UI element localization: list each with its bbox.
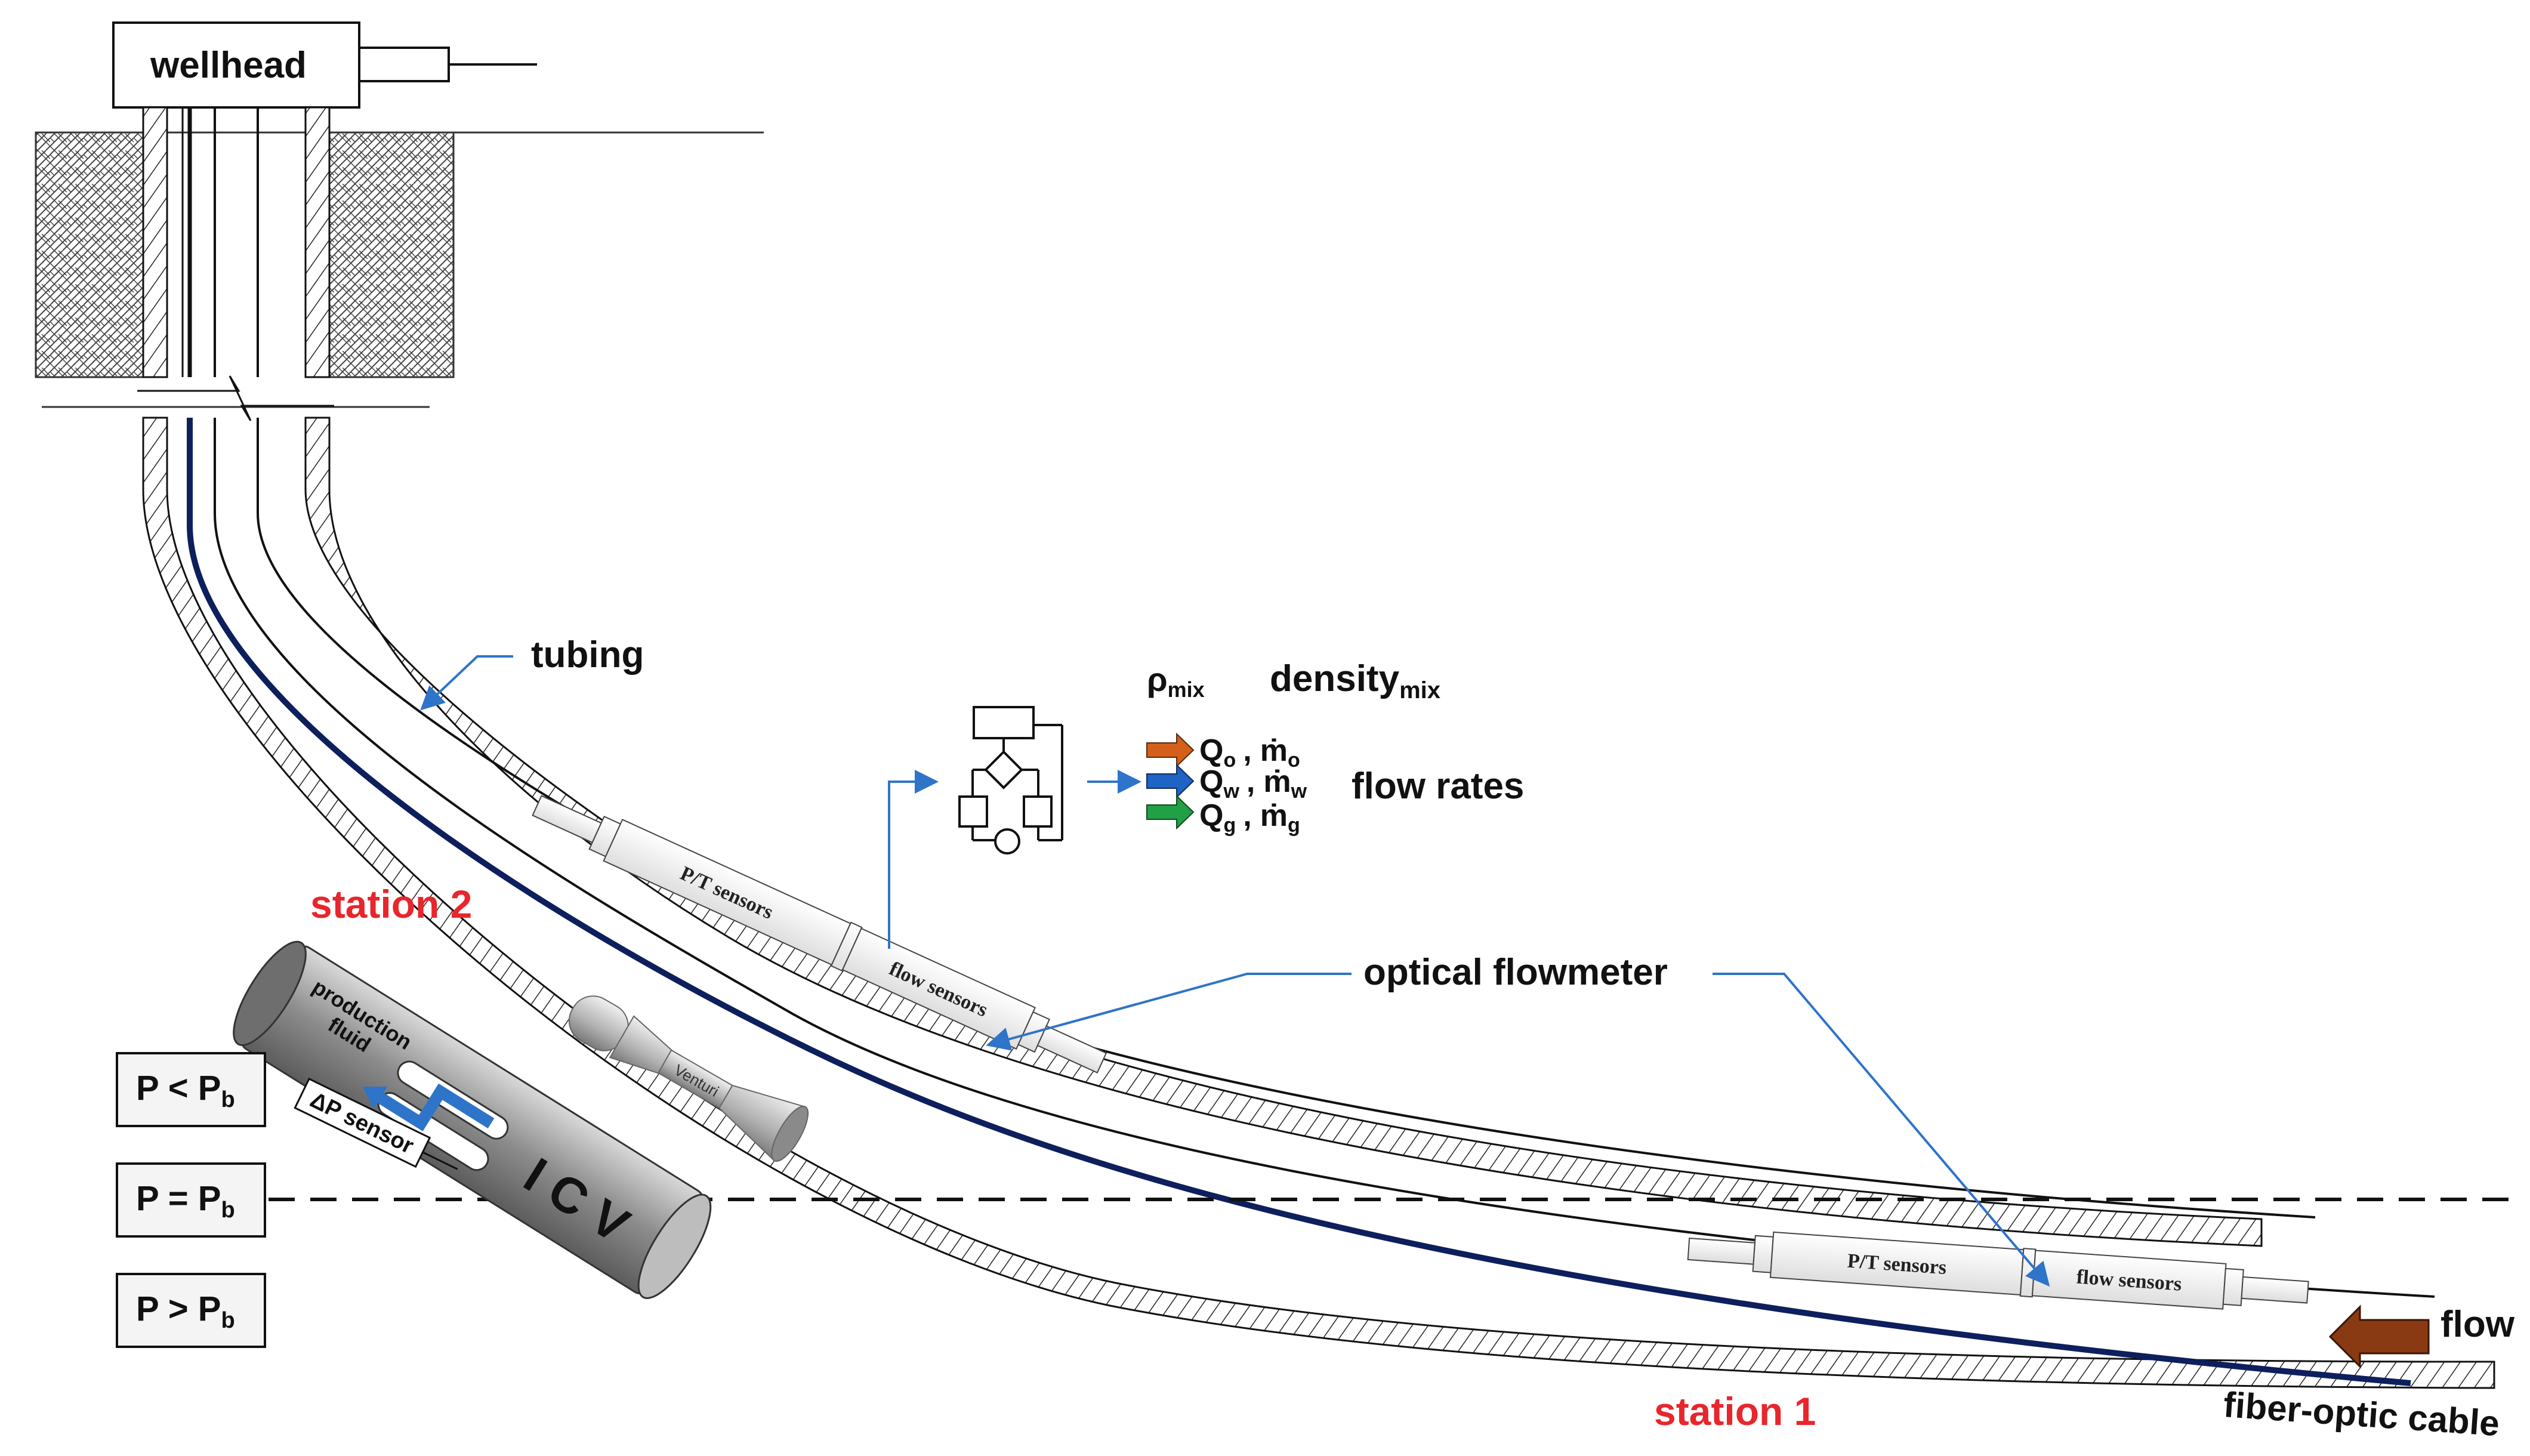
q-oil-sub: o bbox=[1223, 749, 1236, 772]
oil-arrow-icon bbox=[1146, 732, 1195, 768]
icv-valve: I C V production fluid bbox=[233, 940, 712, 1299]
optical-flowmeter-arrow-1 bbox=[986, 973, 1352, 1051]
pressure-above-sub: b bbox=[221, 1308, 235, 1333]
svg-text:P = Pb: P = Pb bbox=[136, 1179, 235, 1223]
flow-rates-label: flow rates bbox=[1352, 766, 1524, 807]
comma-gas: , bbox=[1243, 798, 1251, 833]
flow-arrow-icon bbox=[2328, 1304, 2430, 1369]
m-oil: ṁ bbox=[1260, 733, 1288, 768]
gas-rates: Qg,ṁg bbox=[1199, 798, 1300, 837]
optical-flowmeter-label: optical flowmeter bbox=[1363, 952, 1668, 993]
m-gas: ṁ bbox=[1260, 798, 1288, 833]
fiber-optic-cable-line bbox=[187, 418, 2411, 1386]
rho-symbol: ρ bbox=[1147, 661, 1168, 698]
oil-rates: Qo,ṁo bbox=[1199, 733, 1300, 772]
gas-arrow-icon bbox=[1146, 794, 1195, 830]
comma-oil: , bbox=[1243, 733, 1251, 768]
tubing-label: tubing bbox=[531, 634, 644, 675]
signal-line bbox=[888, 770, 939, 949]
q-oil: Q bbox=[1199, 733, 1223, 768]
pressure-box-equal: P = Pb bbox=[116, 1162, 266, 1238]
pressure-equal-text: P = P bbox=[136, 1179, 221, 1218]
well-curved-section bbox=[142, 417, 2495, 1389]
rho-mix: ρmix bbox=[1147, 661, 1205, 702]
pressure-below-text: P < P bbox=[136, 1069, 221, 1108]
wellhead-label: wellhead bbox=[150, 45, 307, 86]
fiber-optic-cable-label: fiber-optic cable bbox=[2222, 1384, 2501, 1443]
q-water-sub: w bbox=[1223, 780, 1239, 803]
density-subscript: mix bbox=[1399, 677, 1440, 704]
density-mix: densitymix bbox=[1270, 658, 1440, 704]
optical-flowmeter-station2: P/T sensors flow sensors bbox=[532, 795, 1107, 1074]
optical-flowmeter-station1: P/T sensors flow sensors bbox=[1687, 1231, 2309, 1310]
q-water: Q bbox=[1199, 764, 1223, 799]
ground-surface bbox=[35, 131, 764, 408]
comma-water: , bbox=[1247, 764, 1255, 799]
pressure-box-below: P < Pb bbox=[116, 1052, 266, 1127]
q-gas-sub: g bbox=[1223, 814, 1236, 837]
density-word: density bbox=[1270, 658, 1400, 699]
pressure-equal-sub: b bbox=[221, 1198, 235, 1223]
flowchart-icon bbox=[958, 706, 1063, 855]
flow-label: flow bbox=[2440, 1304, 2515, 1345]
station2-label: station 2 bbox=[310, 882, 472, 926]
svg-text:P < Pb: P < Pb bbox=[136, 1069, 235, 1112]
station1-label: station 1 bbox=[1654, 1389, 1816, 1433]
optical-flowmeter-arrow-2 bbox=[1713, 973, 2050, 1287]
well-vertical-section bbox=[137, 106, 334, 421]
pressure-box-above: P > Pb bbox=[116, 1273, 266, 1348]
water-arrow-icon bbox=[1146, 763, 1195, 799]
q-gas: Q bbox=[1199, 798, 1223, 833]
rho-subscript: mix bbox=[1168, 677, 1205, 702]
m-gas-sub: g bbox=[1288, 814, 1300, 837]
pressure-above-text: P > P bbox=[136, 1290, 221, 1328]
water-rates: Qw,ṁw bbox=[1199, 764, 1307, 803]
wellhead: wellhead bbox=[112, 21, 537, 109]
svg-text:P > Pb: P > Pb bbox=[136, 1290, 235, 1333]
tubing-pointer-arrow bbox=[420, 655, 513, 711]
pressure-below-sub: b bbox=[221, 1087, 235, 1112]
m-water: ṁ bbox=[1263, 764, 1291, 799]
m-oil-sub: o bbox=[1288, 749, 1300, 772]
m-water-sub: w bbox=[1291, 780, 1307, 803]
